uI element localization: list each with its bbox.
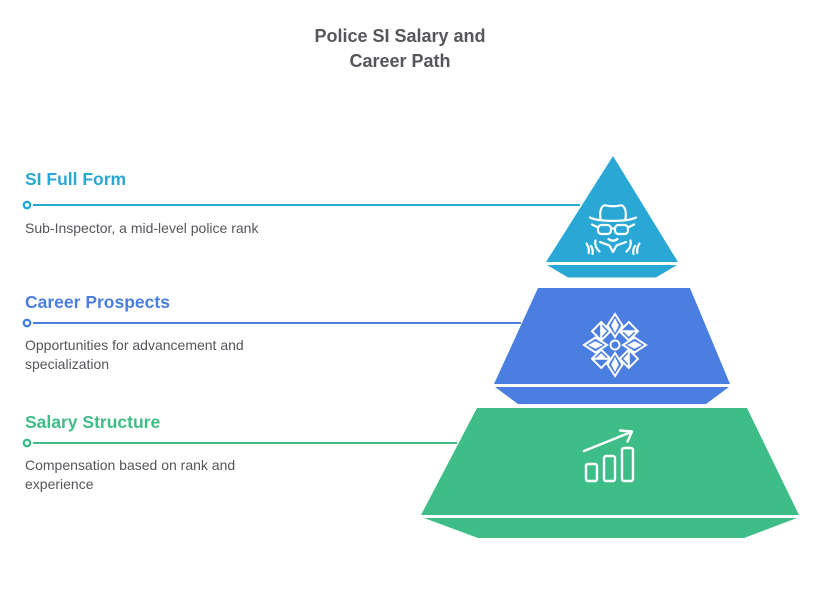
spy-detective-icon bbox=[585, 204, 641, 256]
pyramid-top-triangle bbox=[546, 156, 678, 262]
pyramid-middle-trapezoid bbox=[494, 288, 730, 384]
section-description-career-prospects: Opportunities for advancement and specia… bbox=[25, 337, 244, 372]
connector-dot-si-full-form bbox=[22, 200, 32, 210]
pyramid-bottom-base-flap bbox=[424, 518, 797, 538]
connector-dot-career-prospects bbox=[22, 318, 32, 328]
page-title-line-1: Police SI Salary and bbox=[314, 26, 486, 46]
page-title-line-2: Career Path bbox=[349, 51, 451, 71]
section-title-si-full-form: SI Full Form bbox=[25, 169, 127, 189]
section-title-salary-structure: Salary Structure bbox=[25, 412, 161, 432]
page-title: Police SI Salary and Career Path bbox=[0, 24, 800, 74]
pyramid-top-base-flap bbox=[547, 265, 677, 278]
pyramid-middle-base-flap bbox=[495, 387, 729, 404]
connector-dot-salary-structure bbox=[22, 438, 32, 448]
section-description-salary-structure: Compensation based on rank and experienc… bbox=[25, 457, 236, 492]
growth-bar-chart-icon bbox=[582, 429, 635, 483]
section-description-si-full-form: Sub-Inspector, a mid-level police rank bbox=[25, 220, 259, 236]
geometric-star-ornament-icon bbox=[583, 313, 647, 377]
pyramid-bottom-trapezoid bbox=[421, 408, 799, 515]
section-title-career-prospects: Career Prospects bbox=[25, 292, 170, 312]
